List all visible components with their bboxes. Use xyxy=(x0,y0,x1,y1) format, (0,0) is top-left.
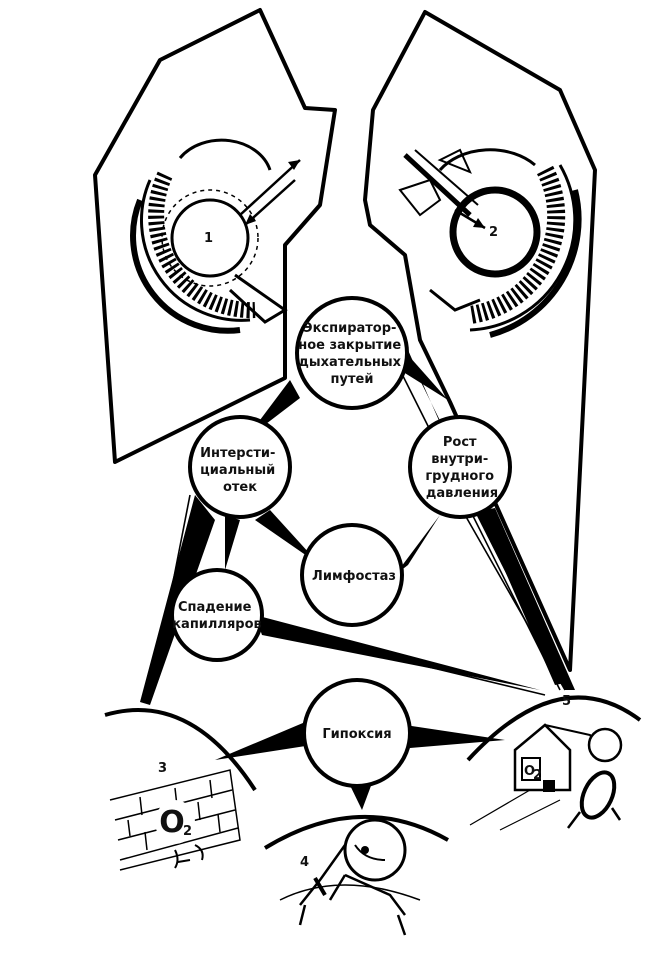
arc-5 xyxy=(466,695,642,762)
marker-4: 4 xyxy=(300,855,309,870)
wedge-capillary-to-5 xyxy=(255,615,540,690)
alveolus-collapsed: 2 xyxy=(398,148,582,338)
node-circles xyxy=(170,296,512,788)
connector-lines xyxy=(149,359,566,701)
node-edema-label: Интерсти- циальный отек xyxy=(200,446,280,495)
scene-running-figure: 4 xyxy=(279,818,421,936)
wedge-pressure-to-5 xyxy=(475,508,575,690)
wedge-edema-to-capillary xyxy=(225,515,240,570)
wedge-hypoxia-to-3 xyxy=(215,720,312,760)
bottom-arcs xyxy=(104,695,642,850)
node-capillary-label: Спадение капилляров xyxy=(172,600,262,632)
marker-2: 2 xyxy=(489,225,498,240)
node-lymph-label: Лимфостаз xyxy=(312,569,396,584)
o2-symbol-wall: O xyxy=(159,805,185,840)
arc-3 xyxy=(104,708,257,792)
alveolus-normal: 1 xyxy=(130,138,301,334)
wedge-lymph-to-pressure xyxy=(395,515,440,575)
trachea-left xyxy=(304,106,336,112)
node-lymph-circle xyxy=(300,523,404,627)
scene-wall: 3 O 2 xyxy=(109,761,241,871)
node-pressure-label: Рост внутри- грудного давления xyxy=(425,435,498,501)
marker-5: 5 xyxy=(562,694,571,709)
wedge-hypoxia-to-5 xyxy=(405,725,505,748)
marker-3: 3 xyxy=(158,761,167,776)
node-expiratory-circle xyxy=(295,296,409,410)
node-pressure-circle xyxy=(408,415,512,519)
node-hypoxia-label: Гипоксия xyxy=(322,727,391,742)
o2-subscript-house: 2 xyxy=(533,768,542,783)
arc-4 xyxy=(263,814,449,850)
wedge-exp-to-pressure xyxy=(400,355,448,400)
marker-1: 1 xyxy=(204,231,213,246)
node-edema-circle xyxy=(188,415,292,519)
o2-symbol-house: O xyxy=(524,764,535,779)
node-capillary-circle xyxy=(170,568,264,662)
scene-house: 5 O 2 xyxy=(469,694,623,831)
wedge-edema-to-lymph xyxy=(255,510,320,565)
o2-subscript-wall: 2 xyxy=(183,824,192,839)
node-hypoxia-circle xyxy=(302,678,412,788)
right-lung-outline xyxy=(363,10,597,672)
node-expiratory-label: Экспиратор- ное закрытие дыхательных пут… xyxy=(298,321,405,387)
